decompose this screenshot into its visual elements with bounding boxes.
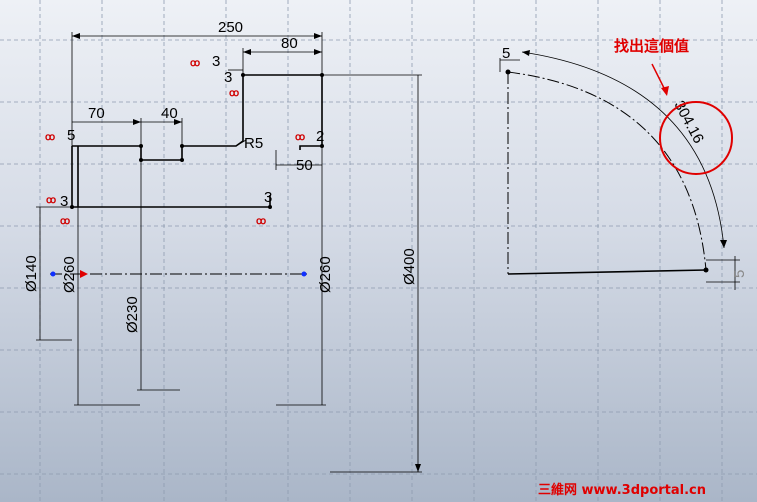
dim-arc-length[interactable]: 304.16 xyxy=(670,98,707,147)
dim-diameter-260-left[interactable]: Ø260 xyxy=(61,256,78,293)
svg-text:ꝏ: ꝏ xyxy=(229,88,239,99)
relation-markers: ꝏ ꝏ ꝏ ꝏ ꝏ ꝏ ꝏ xyxy=(45,58,305,227)
dim-mid-step-width[interactable]: 40 xyxy=(161,105,178,122)
svg-text:ꝏ: ꝏ xyxy=(256,216,266,227)
highlight-annotation xyxy=(651,63,733,175)
svg-text:ꝏ: ꝏ xyxy=(45,132,55,143)
dim-top-gap[interactable]: 5 xyxy=(502,45,510,62)
axis-endpoint xyxy=(301,271,307,277)
dim-side-gap[interactable]: 5 xyxy=(731,270,748,278)
dim-right-edge-small[interactable]: 2 xyxy=(316,128,324,145)
dim-left-lower-small[interactable]: 3 xyxy=(60,193,68,210)
left-dimension-lines xyxy=(36,32,422,473)
annotation-note: 找出這個值 xyxy=(614,37,689,55)
dim-diameter-140[interactable]: Ø140 xyxy=(23,255,40,292)
dim-overall-width[interactable]: 250 xyxy=(218,19,243,36)
svg-text:ꝏ: ꝏ xyxy=(60,216,70,227)
left-profile[interactable] xyxy=(50,73,324,278)
watermark: 三維网 www.3dportal.cn xyxy=(538,482,706,498)
svg-text:ꝏ: ꝏ xyxy=(46,195,56,206)
dim-step-height-small[interactable]: 3 xyxy=(224,69,232,86)
dim-left-step-width[interactable]: 70 xyxy=(88,105,105,122)
dim-right-offset[interactable]: 50 xyxy=(296,157,313,174)
dim-diameter-400[interactable]: Ø400 xyxy=(401,248,418,285)
dim-right-step-width[interactable]: 80 xyxy=(281,35,298,52)
dim-left-gap[interactable]: 5 xyxy=(67,127,75,144)
dim-step-height-top[interactable]: 3 xyxy=(212,53,220,70)
dim-diameter-230[interactable]: Ø230 xyxy=(124,296,141,333)
svg-text:ꝏ: ꝏ xyxy=(295,132,305,143)
svg-text:ꝏ: ꝏ xyxy=(190,58,200,69)
right-arc-sketch[interactable] xyxy=(499,50,740,290)
dim-fillet-radius[interactable]: R5 xyxy=(244,135,263,152)
origin-marker xyxy=(80,270,88,278)
dim-diameter-260-right[interactable]: Ø260 xyxy=(317,256,334,293)
axis-endpoint xyxy=(50,271,56,277)
dim-right-lower-small[interactable]: 3 xyxy=(264,189,272,206)
